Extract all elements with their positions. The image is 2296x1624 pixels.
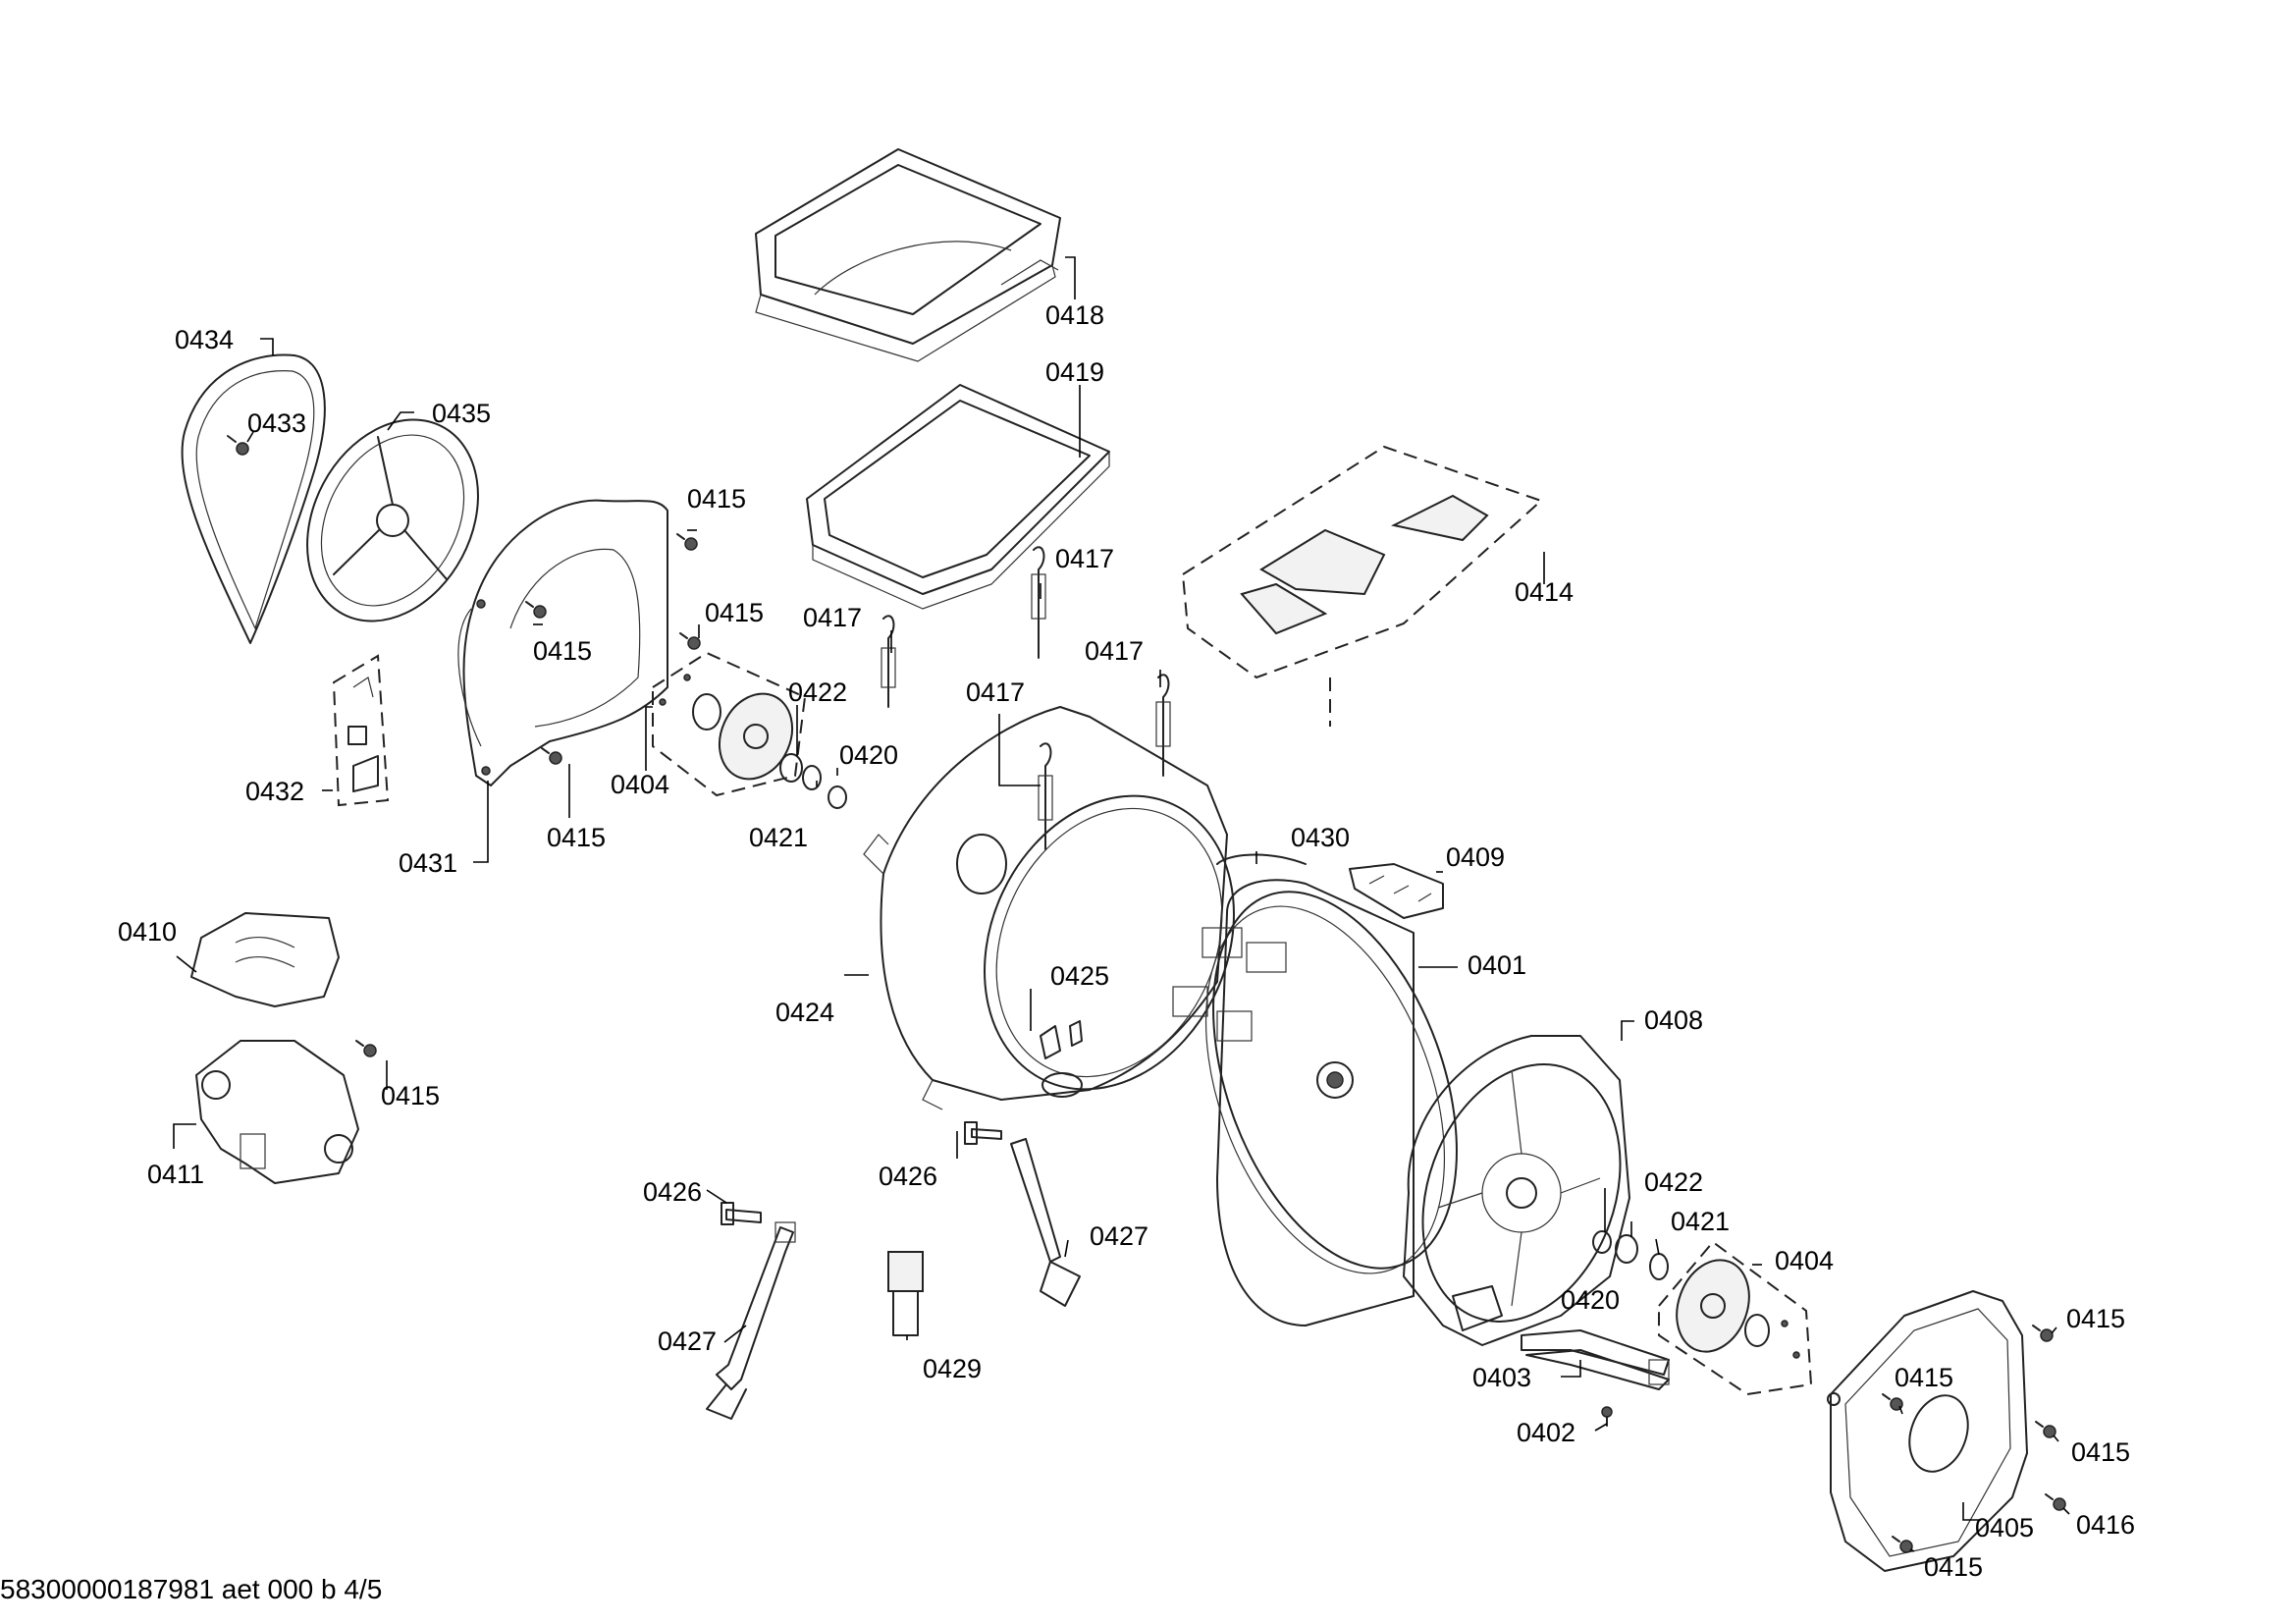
label-0426-b: 0426 — [879, 1162, 937, 1191]
part-0430-seal — [1216, 853, 1307, 865]
label-0425: 0425 — [1050, 961, 1109, 991]
part-0421-ring-left — [802, 765, 822, 790]
spring-0417-d — [1038, 742, 1053, 850]
label-0430: 0430 — [1291, 823, 1350, 852]
label-0427-a: 0427 — [658, 1326, 717, 1356]
label-0421-b: 0421 — [1671, 1207, 1730, 1236]
drawing-reference: 58300000187981 aet 000 b 4/5 — [0, 1574, 382, 1604]
spring-0417-b — [1031, 546, 1046, 659]
label-0416: 0416 — [2076, 1510, 2135, 1540]
spring-0417-a — [881, 615, 896, 708]
label-0432: 0432 — [245, 777, 304, 806]
screw-0415-h — [2035, 1421, 2056, 1438]
label-0403: 0403 — [1472, 1363, 1531, 1392]
part-0404-bearing-group-right — [1658, 1240, 1813, 1396]
part-0402-sensor — [1601, 1406, 1613, 1427]
part-0426-bolt-right — [964, 1121, 1002, 1145]
label-0415-c: 0415 — [705, 598, 764, 627]
screw-0415-c — [679, 632, 701, 650]
part-0425-sensor — [1040, 1020, 1083, 1098]
screw-0415-d — [541, 747, 562, 765]
leader-lines — [173, 256, 2070, 1552]
part-0429-cap — [887, 1251, 924, 1336]
screw-0415-f — [2032, 1325, 2054, 1342]
label-0435: 0435 — [432, 399, 491, 428]
screw-0415-i — [1892, 1536, 1913, 1553]
part-0422-ring-left — [779, 753, 803, 783]
part-0405-rear-panel — [1827, 1290, 2028, 1572]
label-0417-a: 0417 — [803, 603, 862, 632]
label-0422-b: 0422 — [1644, 1167, 1703, 1197]
label-0404-b: 0404 — [1775, 1246, 1834, 1275]
part-0433-screw — [227, 435, 249, 456]
part-0432-bracket-group — [332, 654, 390, 807]
label-0434: 0434 — [175, 325, 234, 354]
label-0417-c: 0417 — [1085, 636, 1144, 666]
label-0415-f: 0415 — [2066, 1304, 2125, 1333]
label-0415-h: 0415 — [2071, 1437, 2130, 1467]
label-0415-a: 0415 — [687, 484, 746, 514]
label-0402: 0402 — [1517, 1418, 1575, 1447]
label-0426-a: 0426 — [643, 1177, 702, 1207]
part-0431-rear-tub-half — [457, 499, 668, 786]
part-0404-bearing-group-left — [652, 651, 807, 797]
part-0403-heater — [1521, 1329, 1670, 1390]
label-0417-b: 0417 — [1055, 544, 1114, 573]
label-0415-e: 0415 — [381, 1081, 440, 1110]
screw-0415-e — [355, 1040, 377, 1057]
label-0422-a: 0422 — [788, 677, 847, 707]
part-0408-rear-tub — [1403, 1035, 1630, 1346]
part-0422-ring-right — [1615, 1234, 1638, 1264]
part-0414-cover-group — [1181, 445, 1543, 727]
label-0424: 0424 — [775, 998, 834, 1027]
label-0415-b: 0415 — [533, 636, 592, 666]
label-0405: 0405 — [1975, 1513, 2034, 1543]
part-0419-frame — [806, 384, 1110, 610]
part-0420-ring-right — [1592, 1230, 1612, 1254]
part-0420-ring-left — [828, 785, 847, 809]
label-0419: 0419 — [1045, 357, 1104, 387]
part-0424-front-tub-half — [863, 706, 1235, 1110]
part-0434-belt — [181, 353, 326, 644]
screw-0415-b — [525, 601, 547, 619]
label-0431: 0431 — [399, 848, 457, 878]
part-0410-heat-shield — [190, 912, 340, 1007]
label-0404-a: 0404 — [611, 770, 669, 799]
label-0421-a: 0421 — [749, 823, 808, 852]
part-0427-shock-absorber-left — [706, 1221, 796, 1420]
label-0433: 0433 — [247, 408, 306, 438]
screw-0416 — [2045, 1493, 2066, 1511]
label-0408: 0408 — [1644, 1005, 1703, 1035]
label-0418: 0418 — [1045, 300, 1104, 330]
label-0415-g: 0415 — [1895, 1363, 1953, 1392]
spring-0417-c — [1155, 674, 1171, 777]
label-0410: 0410 — [118, 917, 177, 947]
part-0427-shock-absorber-right — [1010, 1138, 1081, 1307]
part-0409-paddle — [1349, 863, 1444, 919]
label-0409: 0409 — [1446, 842, 1505, 872]
label-0415-i: 0415 — [1924, 1552, 1983, 1582]
label-0414: 0414 — [1515, 577, 1574, 607]
label-0427-b: 0427 — [1090, 1221, 1148, 1251]
label-0411: 0411 — [147, 1160, 204, 1189]
label-0420-b: 0420 — [1561, 1285, 1620, 1315]
label-0401: 0401 — [1468, 950, 1526, 980]
part-labels: 0418 0419 0434 0433 0435 0432 0431 0415 … — [0, 300, 2135, 1604]
label-0417-d: 0417 — [966, 677, 1025, 707]
label-0429: 0429 — [923, 1354, 982, 1383]
part-0435-pulley — [306, 418, 479, 623]
label-0420-a: 0420 — [839, 740, 898, 770]
part-0411-motor — [195, 1040, 359, 1184]
part-0426-bolt-left — [721, 1202, 762, 1225]
part-0401-drum — [1172, 879, 1458, 1326]
part-0421-ring-right — [1649, 1253, 1669, 1280]
screw-0415-a — [676, 533, 698, 551]
label-0415-d: 0415 — [547, 823, 606, 852]
part-0418-top-frame — [755, 148, 1061, 362]
